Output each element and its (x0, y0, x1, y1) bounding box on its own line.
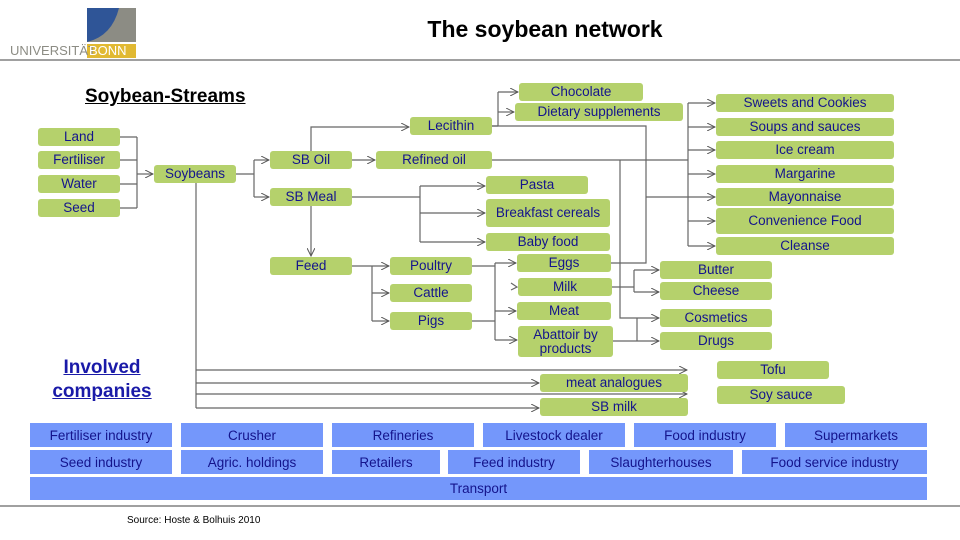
node-seed: Seed (38, 199, 120, 217)
node-butter: Butter (660, 261, 772, 279)
node-land: Land (38, 128, 120, 146)
involved-companies-heading: Involved companies (49, 356, 155, 404)
node-ice-cream: Ice cream (716, 141, 894, 159)
logo-text-left: UNIVERSITÄT (10, 43, 96, 58)
node-mayonnaise: Mayonnaise (716, 188, 894, 206)
node-dietary-supplements: Dietary supplements (515, 103, 683, 121)
node-baby-food: Baby food (486, 233, 610, 251)
source-citation: Source: Hoste & Bolhuis 2010 (127, 515, 261, 526)
company-fertiliser-industry: Fertiliser industry (30, 423, 172, 447)
node-cleanse: Cleanse (716, 237, 894, 255)
node-tofu: Tofu (717, 361, 829, 379)
page-title: The soybean network (427, 16, 663, 42)
node-refined-oil: Refined oil (376, 151, 492, 169)
node-poultry: Poultry (390, 257, 472, 275)
logo-mark-icon (87, 8, 136, 58)
involved-companies-line2: companies (52, 381, 152, 402)
node-sb-oil: SB Oil (270, 151, 352, 169)
company-crusher: Crusher (181, 423, 323, 447)
node-chocolate: Chocolate (519, 83, 643, 101)
company-retailers: Retailers (332, 450, 440, 474)
company-refineries: Refineries (332, 423, 474, 447)
node-fertiliser: Fertiliser (38, 151, 120, 169)
logo-text-right: BONN (89, 43, 127, 58)
node-sb-meal: SB Meal (270, 188, 352, 206)
node-milk: Milk (518, 278, 612, 296)
company-transport: Transport (30, 477, 927, 500)
node-pasta: Pasta (486, 176, 588, 194)
node-lecithin: Lecithin (410, 117, 492, 135)
company-food-service-industry: Food service industry (742, 450, 927, 474)
section-title: Soybean-Streams (85, 86, 246, 107)
node-soybeans: Soybeans (154, 165, 236, 183)
node-meat: Meat (517, 302, 611, 320)
header-divider (0, 59, 960, 61)
involved-companies-line1: Involved (63, 357, 141, 378)
node-soy-sauce: Soy sauce (717, 386, 845, 404)
node-water: Water (38, 175, 120, 193)
company-livestock-dealer: Livestock dealer (483, 423, 625, 447)
node-cheese: Cheese (660, 282, 772, 300)
node-meat-analogues: meat analogues (540, 374, 688, 392)
node-margarine: Margarine (716, 165, 894, 183)
node-breakfast-cereals: Breakfast cereals (486, 199, 610, 227)
node-convenience-food: Convenience Food (716, 208, 894, 234)
node-drugs: Drugs (660, 332, 772, 350)
company-agric-holdings: Agric. holdings (181, 450, 323, 474)
company-slaughterhouses: Slaughterhouses (589, 450, 733, 474)
node-pigs: Pigs (390, 312, 472, 330)
node-soups-and-sauces: Soups and sauces (716, 118, 894, 136)
company-feed-industry: Feed industry (448, 450, 580, 474)
company-supermarkets: Supermarkets (785, 423, 927, 447)
node-cattle: Cattle (390, 284, 472, 302)
node-sb-milk: SB milk (540, 398, 688, 416)
company-seed-industry: Seed industry (30, 450, 172, 474)
node-cosmetics: Cosmetics (660, 309, 772, 327)
footer-divider (0, 505, 960, 507)
node-feed: Feed (270, 257, 352, 275)
company-food-industry: Food industry (634, 423, 776, 447)
node-abattoir-by-products: Abattoir by products (518, 326, 613, 357)
node-sweets-and-cookies: Sweets and Cookies (716, 94, 894, 112)
node-eggs: Eggs (517, 254, 611, 272)
university-logo: UNIVERSITÄT BONN (8, 8, 138, 58)
